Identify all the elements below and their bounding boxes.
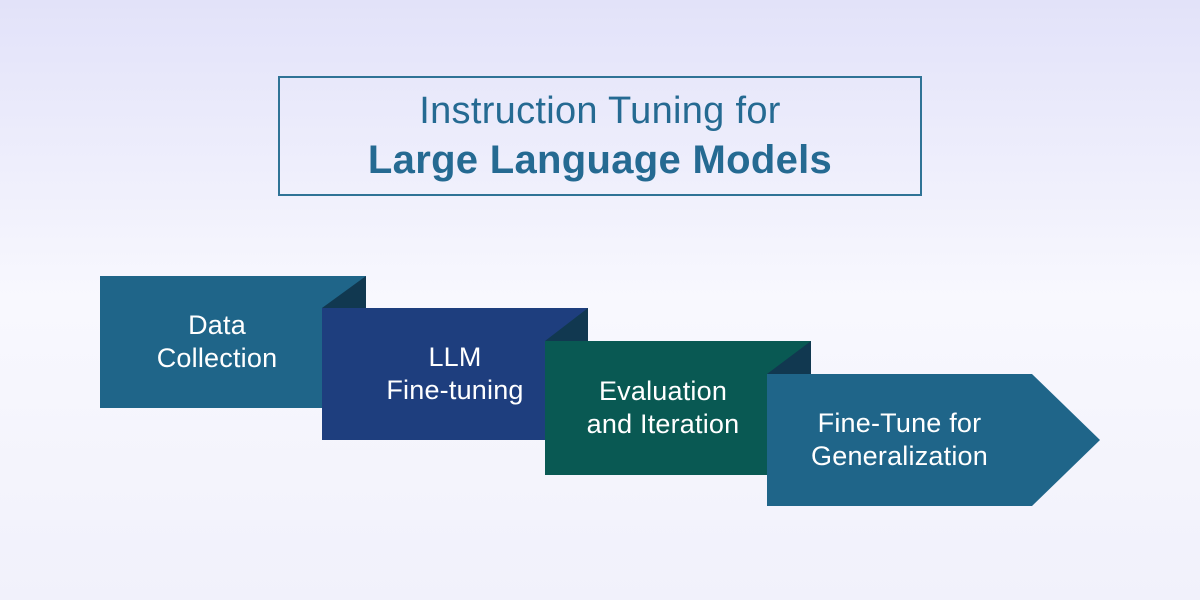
- corner-fold: [545, 308, 588, 341]
- corner-fold: [767, 341, 811, 374]
- corner-fold: [322, 276, 366, 308]
- title-box: Instruction Tuning for Large Language Mo…: [278, 76, 922, 196]
- step-label-line: Data: [188, 310, 246, 340]
- step-data-collection: Data Collection: [100, 276, 366, 408]
- step-label-line: Collection: [156, 343, 278, 373]
- step-evaluation-and-iteration: Evaluation and Iteration: [545, 341, 811, 475]
- step-label-line: Generalization: [811, 441, 988, 471]
- step-fine-tune-for-generalization-arrow: Fine-Tune for Generalization: [767, 374, 1100, 506]
- title-line-2: Large Language Models: [367, 138, 833, 182]
- title-line-1: Instruction Tuning for: [419, 90, 781, 132]
- step-label-line: and Iteration: [586, 409, 740, 439]
- step-label-line: LLM: [428, 342, 482, 372]
- step-llm-fine-tuning: LLM Fine-tuning: [322, 308, 588, 440]
- step-label-line: Fine-Tune for: [817, 408, 982, 438]
- step-label-line: Fine-tuning: [386, 375, 524, 405]
- step-label-line: Evaluation: [598, 376, 728, 406]
